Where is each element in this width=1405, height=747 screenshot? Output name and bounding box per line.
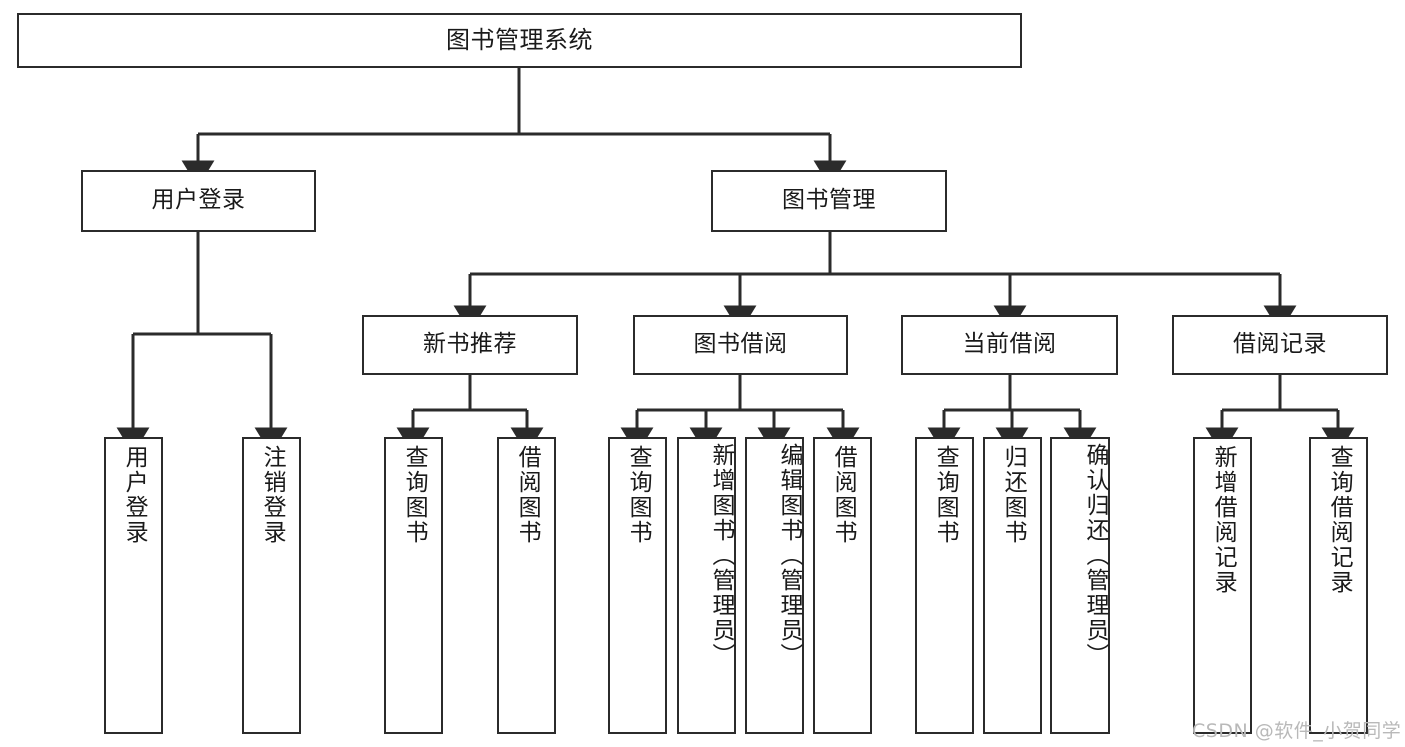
node-borrow-record[interactable]: 借阅记录 bbox=[1172, 315, 1388, 375]
node-label: 图书管理 bbox=[782, 187, 876, 214]
node-label: 归还图书 bbox=[1000, 445, 1027, 545]
leaf-borrow-edit-book-admin[interactable]: 编辑图书（管理员） bbox=[745, 437, 804, 734]
leaf-current-confirm-return-admin[interactable]: 确认归还（管理员） bbox=[1050, 437, 1110, 734]
node-label: 查询图书 bbox=[932, 445, 959, 545]
node-root-library-system[interactable]: 图书管理系统 bbox=[17, 13, 1022, 68]
leaf-current-return-book[interactable]: 归还图书 bbox=[983, 437, 1042, 734]
node-label: 借阅图书 bbox=[830, 445, 857, 545]
node-label: 当前借阅 bbox=[962, 331, 1057, 358]
leaf-borrow-query-book[interactable]: 查询图书 bbox=[608, 437, 667, 734]
node-user-login[interactable]: 用户登录 bbox=[81, 170, 316, 232]
node-label: 新书推荐 bbox=[423, 331, 517, 358]
node-label: 新增借阅记录 bbox=[1210, 445, 1237, 595]
node-label: 用户登录 bbox=[121, 445, 148, 545]
leaf-new-book-query-book[interactable]: 查询图书 bbox=[384, 437, 443, 734]
node-label: 编辑图书（管理员） bbox=[776, 443, 802, 668]
leaf-record-query-record[interactable]: 查询借阅记录 bbox=[1309, 437, 1368, 734]
node-label: 借阅记录 bbox=[1233, 331, 1327, 358]
node-label: 查询图书 bbox=[401, 445, 428, 545]
node-book-borrow[interactable]: 图书借阅 bbox=[633, 315, 848, 375]
leaf-user-login-logout[interactable]: 注销登录 bbox=[242, 437, 301, 734]
leaf-current-query-book[interactable]: 查询图书 bbox=[915, 437, 974, 734]
node-label: 用户登录 bbox=[151, 187, 246, 214]
node-label: 新增图书（管理员） bbox=[708, 443, 734, 668]
node-current-borrow[interactable]: 当前借阅 bbox=[901, 315, 1118, 375]
node-new-book-recommend[interactable]: 新书推荐 bbox=[362, 315, 578, 375]
node-label: 查询图书 bbox=[625, 445, 652, 545]
leaf-borrow-add-book-admin[interactable]: 新增图书（管理员） bbox=[677, 437, 736, 734]
leaf-new-book-borrow-book[interactable]: 借阅图书 bbox=[497, 437, 556, 734]
leaf-record-add-record[interactable]: 新增借阅记录 bbox=[1193, 437, 1252, 734]
node-label: 确认归还（管理员） bbox=[1082, 443, 1108, 668]
leaf-user-login-login[interactable]: 用户登录 bbox=[104, 437, 163, 734]
node-label: 图书管理系统 bbox=[446, 26, 593, 55]
node-label: 查询借阅记录 bbox=[1326, 445, 1353, 595]
node-book-management[interactable]: 图书管理 bbox=[711, 170, 947, 232]
node-label: 注销登录 bbox=[259, 445, 286, 545]
csdn-watermark: CSDN @软件_小贺同学 bbox=[1192, 720, 1402, 742]
leaf-borrow-borrow-book[interactable]: 借阅图书 bbox=[813, 437, 872, 734]
node-label: 借阅图书 bbox=[514, 445, 541, 545]
node-label: 图书借阅 bbox=[693, 331, 788, 358]
